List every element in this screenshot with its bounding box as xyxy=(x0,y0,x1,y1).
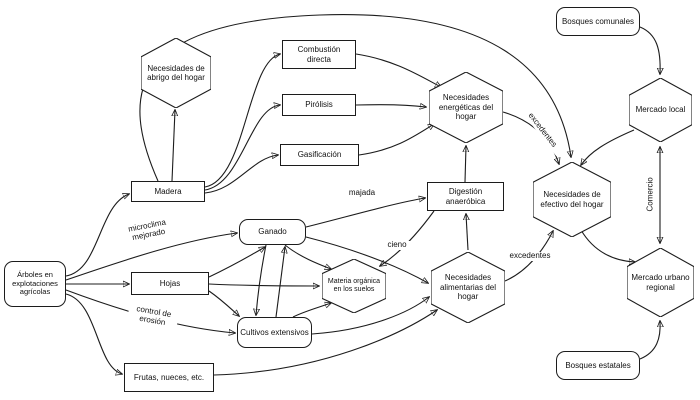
arrow-alimentarias-digestion xyxy=(466,214,468,251)
node-gasificacion: Gasificación xyxy=(280,144,359,166)
node-efectivo-label: Necesidades de efectivo del hogar xyxy=(540,190,604,209)
arrow-cultivos-materia xyxy=(292,303,331,318)
node-ganado-label: Ganado xyxy=(258,227,287,237)
node-alimentarias-label: Necesidades alimentarias del hogar xyxy=(439,273,497,302)
arrow-ganado-cultivos xyxy=(256,244,267,315)
node-alimentarias: Necesidades alimentarias del hogar xyxy=(431,252,505,323)
edge-label-excedentes-alimentos: excedentes xyxy=(504,251,556,261)
arrow-digestion-energeticas xyxy=(465,146,466,183)
arrow-frutas-alimentarias xyxy=(213,310,437,376)
arrow-hojas-materia xyxy=(208,284,319,286)
arrow-madera-pirolisis xyxy=(204,105,280,191)
arrow-arboles-madera xyxy=(65,194,129,277)
arrow-cultivos-ganado xyxy=(275,247,285,318)
node-cultivos-label: Cultivos extensivos xyxy=(240,327,309,337)
node-mercado-local: Mercado local xyxy=(629,78,692,142)
arrow-ganado-digestion-majada xyxy=(305,198,425,228)
node-madera: Madera xyxy=(131,181,205,202)
node-materia-label: Materia orgánica en los suelos xyxy=(327,277,381,293)
node-bosques-comunales: Bosques comunales xyxy=(556,7,640,36)
arrow-arboles-ganado-microclima xyxy=(65,233,237,281)
node-abrigo: Necesidades de abrigo del hogar xyxy=(141,38,211,108)
hexagon-shape xyxy=(141,38,211,108)
node-hojas-label: Hojas xyxy=(159,278,181,288)
node-bosques-estatales-label: Bosques estatales xyxy=(565,360,631,370)
arrow-pirolisis-energeticas xyxy=(355,105,426,107)
arrow-digestion-materia-cieno xyxy=(380,210,435,266)
node-ganado: Ganado xyxy=(239,219,306,245)
arrow-bosques-estatales-mercado-urbano xyxy=(639,321,660,360)
node-energeticas: Necesidades energéticas del hogar xyxy=(429,72,503,143)
hexagon-shape xyxy=(431,252,505,323)
arrow-arboles-frutas xyxy=(65,293,122,374)
node-abrigo-label: Necesidades de abrigo del hogar xyxy=(147,63,205,82)
node-bosques-comunales-label: Bosques comunales xyxy=(561,16,635,26)
hexagon-shape xyxy=(429,72,503,143)
arrow-hojas-ganado xyxy=(208,247,265,278)
arrow-cultivos-alimentarias xyxy=(311,297,429,335)
arrow-mercado-local-efectivo xyxy=(581,129,635,165)
arrow-efectivo-mercado-urbano xyxy=(580,229,635,262)
hexagon-shape xyxy=(629,78,692,142)
node-efectivo: Necesidades de efectivo del hogar xyxy=(533,162,611,237)
node-cultivos: Cultivos extensivos xyxy=(237,317,312,348)
node-bosques-estatales: Bosques estatales xyxy=(556,351,640,380)
node-frutas-label: Frutas, nueces, etc. xyxy=(133,372,205,382)
node-frutas: Frutas, nueces, etc. xyxy=(124,363,214,392)
node-digestion-label: Digestión anaeróbica xyxy=(445,187,486,206)
arrow-madera-combustion xyxy=(204,54,280,188)
node-mercado-urbano-label: Mercado urbano regional xyxy=(631,273,690,292)
node-combustion: Combustión directa xyxy=(282,40,356,69)
node-madera-label: Madera xyxy=(154,186,182,196)
node-mercado-urbano: Mercado urbano regional xyxy=(627,248,694,317)
edge-label-cieno: cieno xyxy=(380,240,414,250)
arrow-ganado-materia xyxy=(284,244,331,269)
node-combustion-label: Combustión directa xyxy=(297,45,341,64)
hexagon-shape xyxy=(322,259,386,313)
hexagon-shape xyxy=(627,248,694,317)
node-digestion: Digestión anaeróbica xyxy=(427,182,504,211)
node-hojas: Hojas xyxy=(131,272,209,295)
node-arboles-label: Árboles en explotaciones agrícolas xyxy=(12,269,58,297)
node-pirolisis: Pirólisis xyxy=(282,94,356,116)
arrow-hojas-cultivos xyxy=(208,290,239,316)
hexagon-shape xyxy=(533,162,611,237)
arrow-combustion-energeticas xyxy=(355,53,441,87)
node-energeticas-label: Necesidades energéticas del hogar xyxy=(438,93,494,122)
arrow-madera-efectivo-arc xyxy=(139,14,571,182)
node-gasificacion-label: Gasificación xyxy=(297,150,342,160)
arrow-madera-gasificacion xyxy=(204,155,278,194)
node-materia: Materia orgánica en los suelos xyxy=(322,259,386,313)
node-mercado-local-label: Mercado local xyxy=(635,105,686,115)
arrow-madera-abrigo xyxy=(172,110,175,182)
node-pirolisis-label: Pirólisis xyxy=(305,100,333,110)
edge-label-majada: majada xyxy=(342,188,382,198)
arrow-gasificacion-energeticas xyxy=(358,124,434,156)
edge-label-comercio: Comercio xyxy=(646,171,656,218)
arrow-bosques-comunales-mercado-local xyxy=(639,26,660,74)
node-arboles: Árboles en explotaciones agrícolas xyxy=(4,261,66,307)
